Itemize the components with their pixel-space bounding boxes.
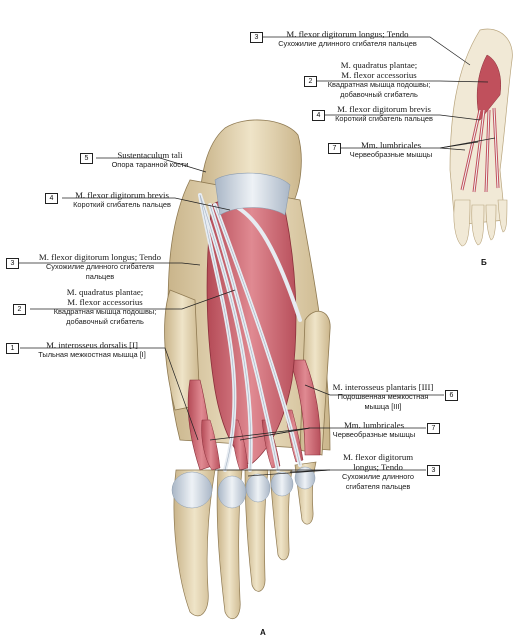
russian-name: Квадратная мышца подошвы; [53, 307, 157, 316]
number-box-flexor-longus-a2: 3 [427, 465, 440, 476]
label-flexor-digitorum-brevis-a: M. flexor digitorum brevis Короткий сгиб… [62, 190, 182, 210]
latin-name: M. flexor digitorum brevis [75, 190, 169, 200]
number-box-flexor-brevis-b: 4 [312, 110, 325, 121]
russian-name: Сухожилие длинного [341, 472, 415, 481]
number-box-lumbricales-a: 7 [427, 423, 440, 434]
label-flexor-digitorum-longus-a: M. flexor digitorum longus; Tendo Сухожи… [20, 252, 180, 282]
label-quadratus-plantae-b: M. quadratus plantae; M. flexor accessor… [318, 60, 440, 100]
foot-b [449, 28, 513, 247]
russian-name: Сухожилие длинного сгибателя пальцев [278, 39, 417, 48]
interosseus-plantaris-muscle [289, 359, 321, 456]
latin-name: M. flexor digitorum longus; Tendo [286, 29, 409, 39]
latin-name: M. flexor digitorum [342, 452, 414, 462]
number-box-interosseus-dorsalis: 1 [6, 343, 19, 354]
latin-name: Mm. lumbricales [360, 140, 422, 150]
russian-name: Червеобразные мышцы [349, 150, 433, 159]
number-box-interosseus-plantaris: 6 [445, 390, 458, 401]
russian-name-line2: сгибателя пальцев [345, 482, 411, 491]
figure-label-b: Б [481, 258, 487, 267]
russian-name: Тыльная межкостная мышца [I] [38, 350, 146, 359]
number-box-quadratus-b: 2 [304, 76, 317, 87]
number-box-flexor-longus-a: 3 [6, 258, 19, 269]
russian-name: Подошвенная межкостная [337, 392, 429, 401]
number-box-sustentaculum: 5 [80, 153, 93, 164]
label-sustentaculum-tali: Sustentaculum tali Опора таранной кости [98, 150, 202, 170]
foot-a [164, 119, 331, 620]
label-flexor-digitorum-longus-b: M. flexor digitorum longus; Tendo Сухожи… [265, 29, 430, 49]
number-box-lumbricales-b: 7 [328, 143, 341, 154]
russian-name: Опора таранной кости [111, 160, 189, 169]
russian-name-line2: пальцев [85, 272, 115, 281]
latin-name-line2: M. flexor accessorius [67, 297, 143, 307]
plantar-aponeurosis [214, 172, 291, 216]
label-quadratus-plantae-a: M. quadratus plantae; M. flexor accessor… [30, 287, 180, 327]
leader-lines-b [262, 36, 496, 151]
number-box-quadratus-a: 2 [13, 304, 26, 315]
russian-name: Квадратная мышца подошвы; [327, 80, 431, 89]
russian-name: Короткий сгибатель пальцев [335, 114, 433, 123]
russian-name: Короткий сгибатель пальцев [73, 200, 171, 209]
number-box-flexor-brevis-a: 4 [45, 193, 58, 204]
latin-name: Mm. lumbricales [343, 420, 405, 430]
latin-name: M. flexor digitorum longus; Tendo [38, 252, 162, 262]
toes-b [453, 199, 508, 247]
label-lumbricales-b: Mm. lumbricales Червеобразные мышцы [342, 140, 440, 160]
label-lumbricales-a: Mm. lumbricales Червеобразные мышцы [322, 420, 426, 440]
russian-name-line2: добавочный сгибатель [66, 317, 144, 326]
latin-name-line2: M. flexor accessorius [341, 70, 417, 80]
label-interosseus-dorsalis: M. interosseus dorsalis [I] Тыльная межк… [22, 340, 162, 360]
russian-name-line2: мышца [III] [364, 402, 402, 411]
latin-name: M. quadratus plantae; [66, 287, 144, 297]
latin-name-line2: longus; Tendo [353, 462, 403, 472]
figure-label-a: А [260, 628, 266, 637]
russian-name-line2: добавочный сгибатель [340, 90, 418, 99]
russian-name: Червеобразные мышцы [332, 430, 416, 439]
latin-name: M. interosseus dorsalis [I] [46, 340, 138, 350]
joint-capsules-a [171, 466, 316, 509]
latin-name: M. quadratus plantae; [340, 60, 418, 70]
label-flexor-digitorum-brevis-b: M. flexor digitorum brevis Короткий сгиб… [326, 104, 442, 124]
number-box-flexor-longus-b: 3 [250, 32, 263, 43]
label-flexor-digitorum-longus-a2: M. flexor digitorum longus; Tendo Сухожи… [330, 452, 426, 492]
latin-name: M. flexor digitorum brevis [337, 104, 431, 114]
leader-lines-a [18, 157, 444, 477]
latin-name: M. interosseus plantaris [III] [332, 382, 434, 392]
latin-name: Sustentaculum tali [117, 150, 183, 160]
russian-name: Сухожилие длинного сгибателя [45, 262, 155, 271]
label-interosseus-plantaris: M. interosseus plantaris [III] Подошвенн… [322, 382, 444, 412]
